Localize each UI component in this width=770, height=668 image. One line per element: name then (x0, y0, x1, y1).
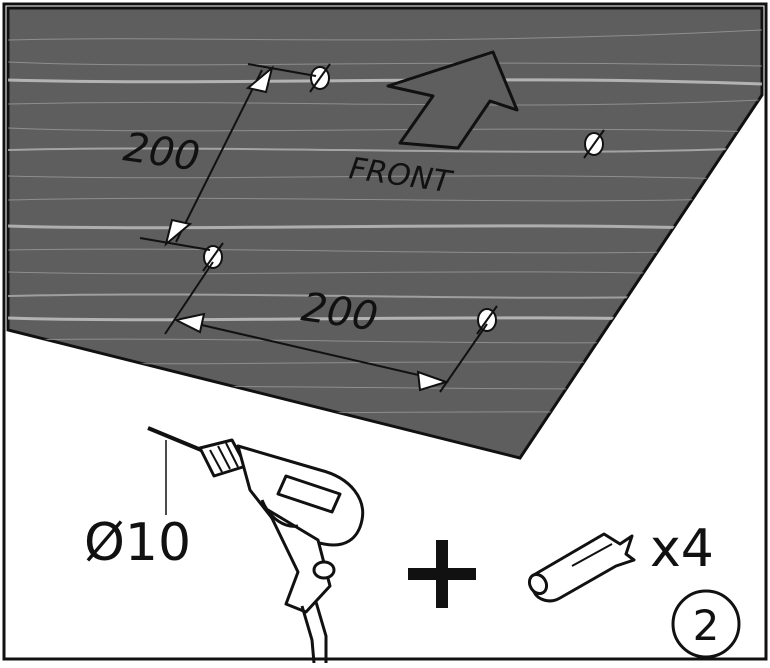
board-surface (6, 6, 764, 460)
drill-icon (147, 426, 365, 664)
hole-marker-icon (583, 129, 605, 159)
drill-diameter-label: Ø10 (84, 513, 191, 573)
dimension-vertical (139, 63, 317, 251)
dimension-arrowhead (245, 65, 274, 94)
hole-marker-icon (202, 242, 224, 272)
step-number: 2 (693, 601, 720, 650)
dimension-arrowhead (164, 218, 193, 247)
step-number-badge: 2 (671, 589, 741, 659)
hole-marker-icon (309, 63, 331, 93)
dimension-arrowhead (416, 370, 450, 392)
wall-plug-icon (527, 532, 636, 603)
dimension-arrowhead (173, 312, 206, 334)
dimension-horizontal-label: 200 (299, 284, 381, 340)
front-arrow-icon (386, 50, 519, 150)
dimension-vertical-label: 200 (121, 124, 203, 180)
plus-icon (408, 540, 476, 608)
hole-markers (202, 63, 605, 335)
dimension-horizontal (164, 261, 488, 393)
hole-marker-icon (476, 305, 498, 335)
quantity-label: x4 (650, 519, 714, 579)
